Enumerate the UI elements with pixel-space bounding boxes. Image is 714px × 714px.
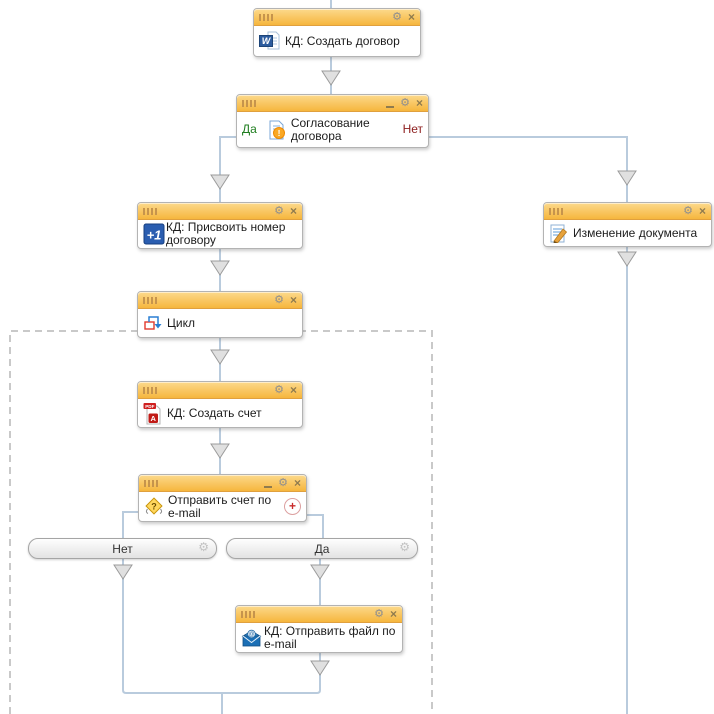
drag-grip-icon[interactable] <box>241 611 255 618</box>
branch-bar-label: Да <box>315 542 330 556</box>
node-header[interactable]: ⚙ × <box>138 292 302 309</box>
document-warning-icon: ! <box>267 120 287 140</box>
close-icon[interactable]: × <box>390 606 397 622</box>
add-branch-button[interactable]: + <box>284 498 301 515</box>
node-header[interactable]: ⚙ × <box>254 9 420 26</box>
loop-icon <box>143 314 163 332</box>
plus-one-icon: +1 <box>143 223 165 245</box>
svg-text:@: @ <box>248 632 254 638</box>
word-document-icon: W <box>259 31 281 51</box>
node-label: КД: Присвоить номер договору <box>166 221 297 247</box>
drag-grip-icon[interactable] <box>259 14 273 21</box>
gear-icon[interactable]: ⚙ <box>198 540 209 554</box>
close-icon[interactable]: × <box>699 203 706 219</box>
close-icon[interactable]: × <box>290 382 297 398</box>
node-document-change[interactable]: ⚙ × Изменение документа <box>543 202 712 247</box>
node-label: КД: Отправить файл по e-mail <box>264 625 397 651</box>
gear-icon[interactable]: ⚙ <box>374 606 384 622</box>
node-header[interactable]: ⚙ × <box>236 606 402 623</box>
node-label: Согласование договора <box>291 117 381 143</box>
svg-text:+1: +1 <box>147 228 162 243</box>
node-send-file-email[interactable]: ⚙ × @ КД: Отправить файл по e-mail <box>235 605 403 653</box>
close-icon[interactable]: × <box>290 203 297 219</box>
pdf-document-icon: PDF A <box>143 402 163 425</box>
node-send-invoice-question[interactable]: ⚙ × ? Отправить счет по e-mail + <box>138 474 307 522</box>
node-header[interactable]: ⚙ × <box>139 475 306 492</box>
minimize-icon[interactable] <box>264 486 272 488</box>
branch-label-no: Нет <box>403 123 423 136</box>
drag-grip-icon[interactable] <box>549 208 563 215</box>
gear-icon[interactable]: ⚙ <box>399 540 410 554</box>
close-icon[interactable]: × <box>416 95 423 111</box>
gear-icon[interactable]: ⚙ <box>274 203 284 219</box>
gear-icon[interactable]: ⚙ <box>278 475 288 491</box>
close-icon[interactable]: × <box>290 292 297 308</box>
gear-icon[interactable]: ⚙ <box>274 382 284 398</box>
node-create-contract[interactable]: ⚙ × W КД: Создать договор <box>253 8 421 57</box>
gear-icon[interactable]: ⚙ <box>274 292 284 308</box>
branch-bar-yes[interactable]: Да ⚙ <box>226 538 418 559</box>
drag-grip-icon[interactable] <box>242 100 256 107</box>
node-label: Изменение документа <box>573 227 697 240</box>
svg-text:?: ? <box>151 501 157 511</box>
node-create-invoice[interactable]: ⚙ × PDF A КД: Создать счет <box>137 381 303 428</box>
gear-icon[interactable]: ⚙ <box>392 9 402 25</box>
node-label: КД: Создать договор <box>285 35 400 48</box>
drag-grip-icon[interactable] <box>143 297 157 304</box>
svg-text:!: ! <box>277 128 280 138</box>
node-label: Цикл <box>167 317 195 330</box>
gear-icon[interactable]: ⚙ <box>683 203 693 219</box>
branch-label-yes: Да <box>242 123 257 136</box>
svg-text:PDF: PDF <box>145 403 154 408</box>
branch-bar-label: Нет <box>112 542 132 556</box>
node-header[interactable]: ⚙ × <box>237 95 428 112</box>
node-loop[interactable]: ⚙ × Цикл <box>137 291 303 338</box>
question-diamond-icon: ? <box>144 497 164 516</box>
node-header[interactable]: ⚙ × <box>138 203 302 220</box>
node-assign-contract-number[interactable]: ⚙ × +1 КД: Присвоить номер договору <box>137 202 303 249</box>
minimize-icon[interactable] <box>386 106 394 108</box>
drag-grip-icon[interactable] <box>143 208 157 215</box>
drag-grip-icon[interactable] <box>144 480 158 487</box>
arrowheads <box>114 71 636 675</box>
close-icon[interactable]: × <box>294 475 301 491</box>
node-header[interactable]: ⚙ × <box>138 382 302 399</box>
drag-grip-icon[interactable] <box>143 387 157 394</box>
node-contract-approval[interactable]: ⚙ × Да ! Согласование договора Нет <box>236 94 429 148</box>
node-label: Отправить счет по e-mail <box>168 494 278 520</box>
node-header[interactable]: ⚙ × <box>544 203 711 220</box>
gear-icon[interactable]: ⚙ <box>400 95 410 111</box>
node-label: КД: Создать счет <box>167 407 262 420</box>
email-envelope-icon: @ <box>241 629 262 647</box>
svg-text:A: A <box>150 414 156 423</box>
branch-bar-no[interactable]: Нет ⚙ <box>28 538 217 559</box>
document-edit-icon <box>549 224 569 243</box>
close-icon[interactable]: × <box>408 9 415 25</box>
